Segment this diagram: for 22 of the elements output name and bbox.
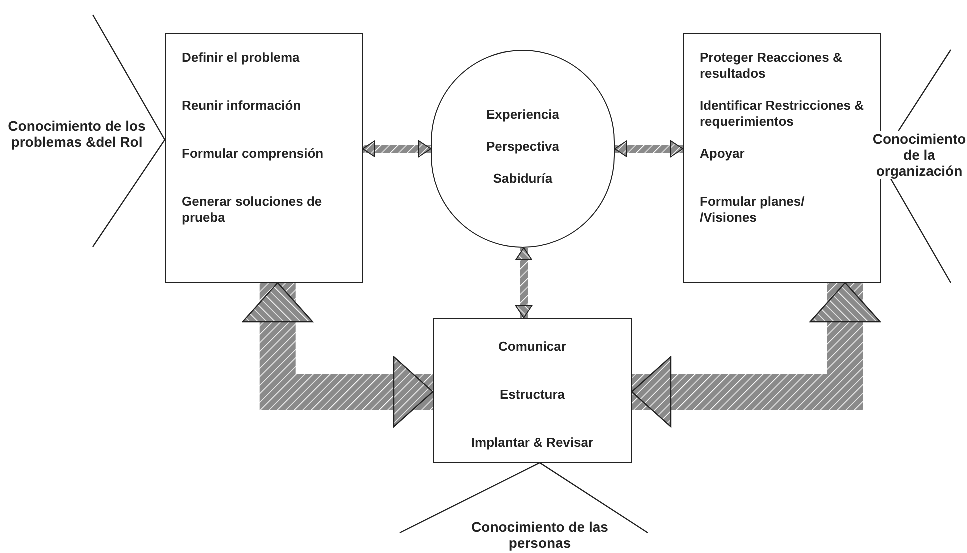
step-text: Formular comprensión — [182, 146, 325, 162]
step-text: Generar soluciones de prueba — [182, 194, 324, 226]
block-arrow — [631, 282, 881, 428]
step-text: Reunir información — [182, 98, 302, 114]
step-text: Sabiduría — [493, 171, 553, 187]
double-arrow — [362, 140, 432, 158]
step-text: Implantar & Revisar — [471, 435, 594, 451]
double-arrow — [516, 248, 532, 318]
step-text: Comunicar — [498, 339, 566, 355]
step-text: Apoyar — [700, 146, 746, 162]
step-text: Estructura — [500, 387, 566, 403]
process-box — [165, 33, 363, 283]
knowledge-label: Conocimiento de la organización — [872, 131, 967, 179]
step-text: Formular planes/ /Visiones — [700, 194, 806, 226]
step-text: Identificar Restricciones & requerimientos — [700, 98, 864, 130]
step-text: Experiencia — [486, 107, 560, 123]
process-box — [433, 318, 632, 463]
step-text: Perspectiva — [486, 139, 560, 155]
double-arrow — [614, 140, 684, 158]
block-arrow — [242, 282, 434, 428]
step-text: Definir el problema — [182, 50, 301, 66]
step-text: Proteger Reacciones & resultados — [700, 50, 844, 82]
